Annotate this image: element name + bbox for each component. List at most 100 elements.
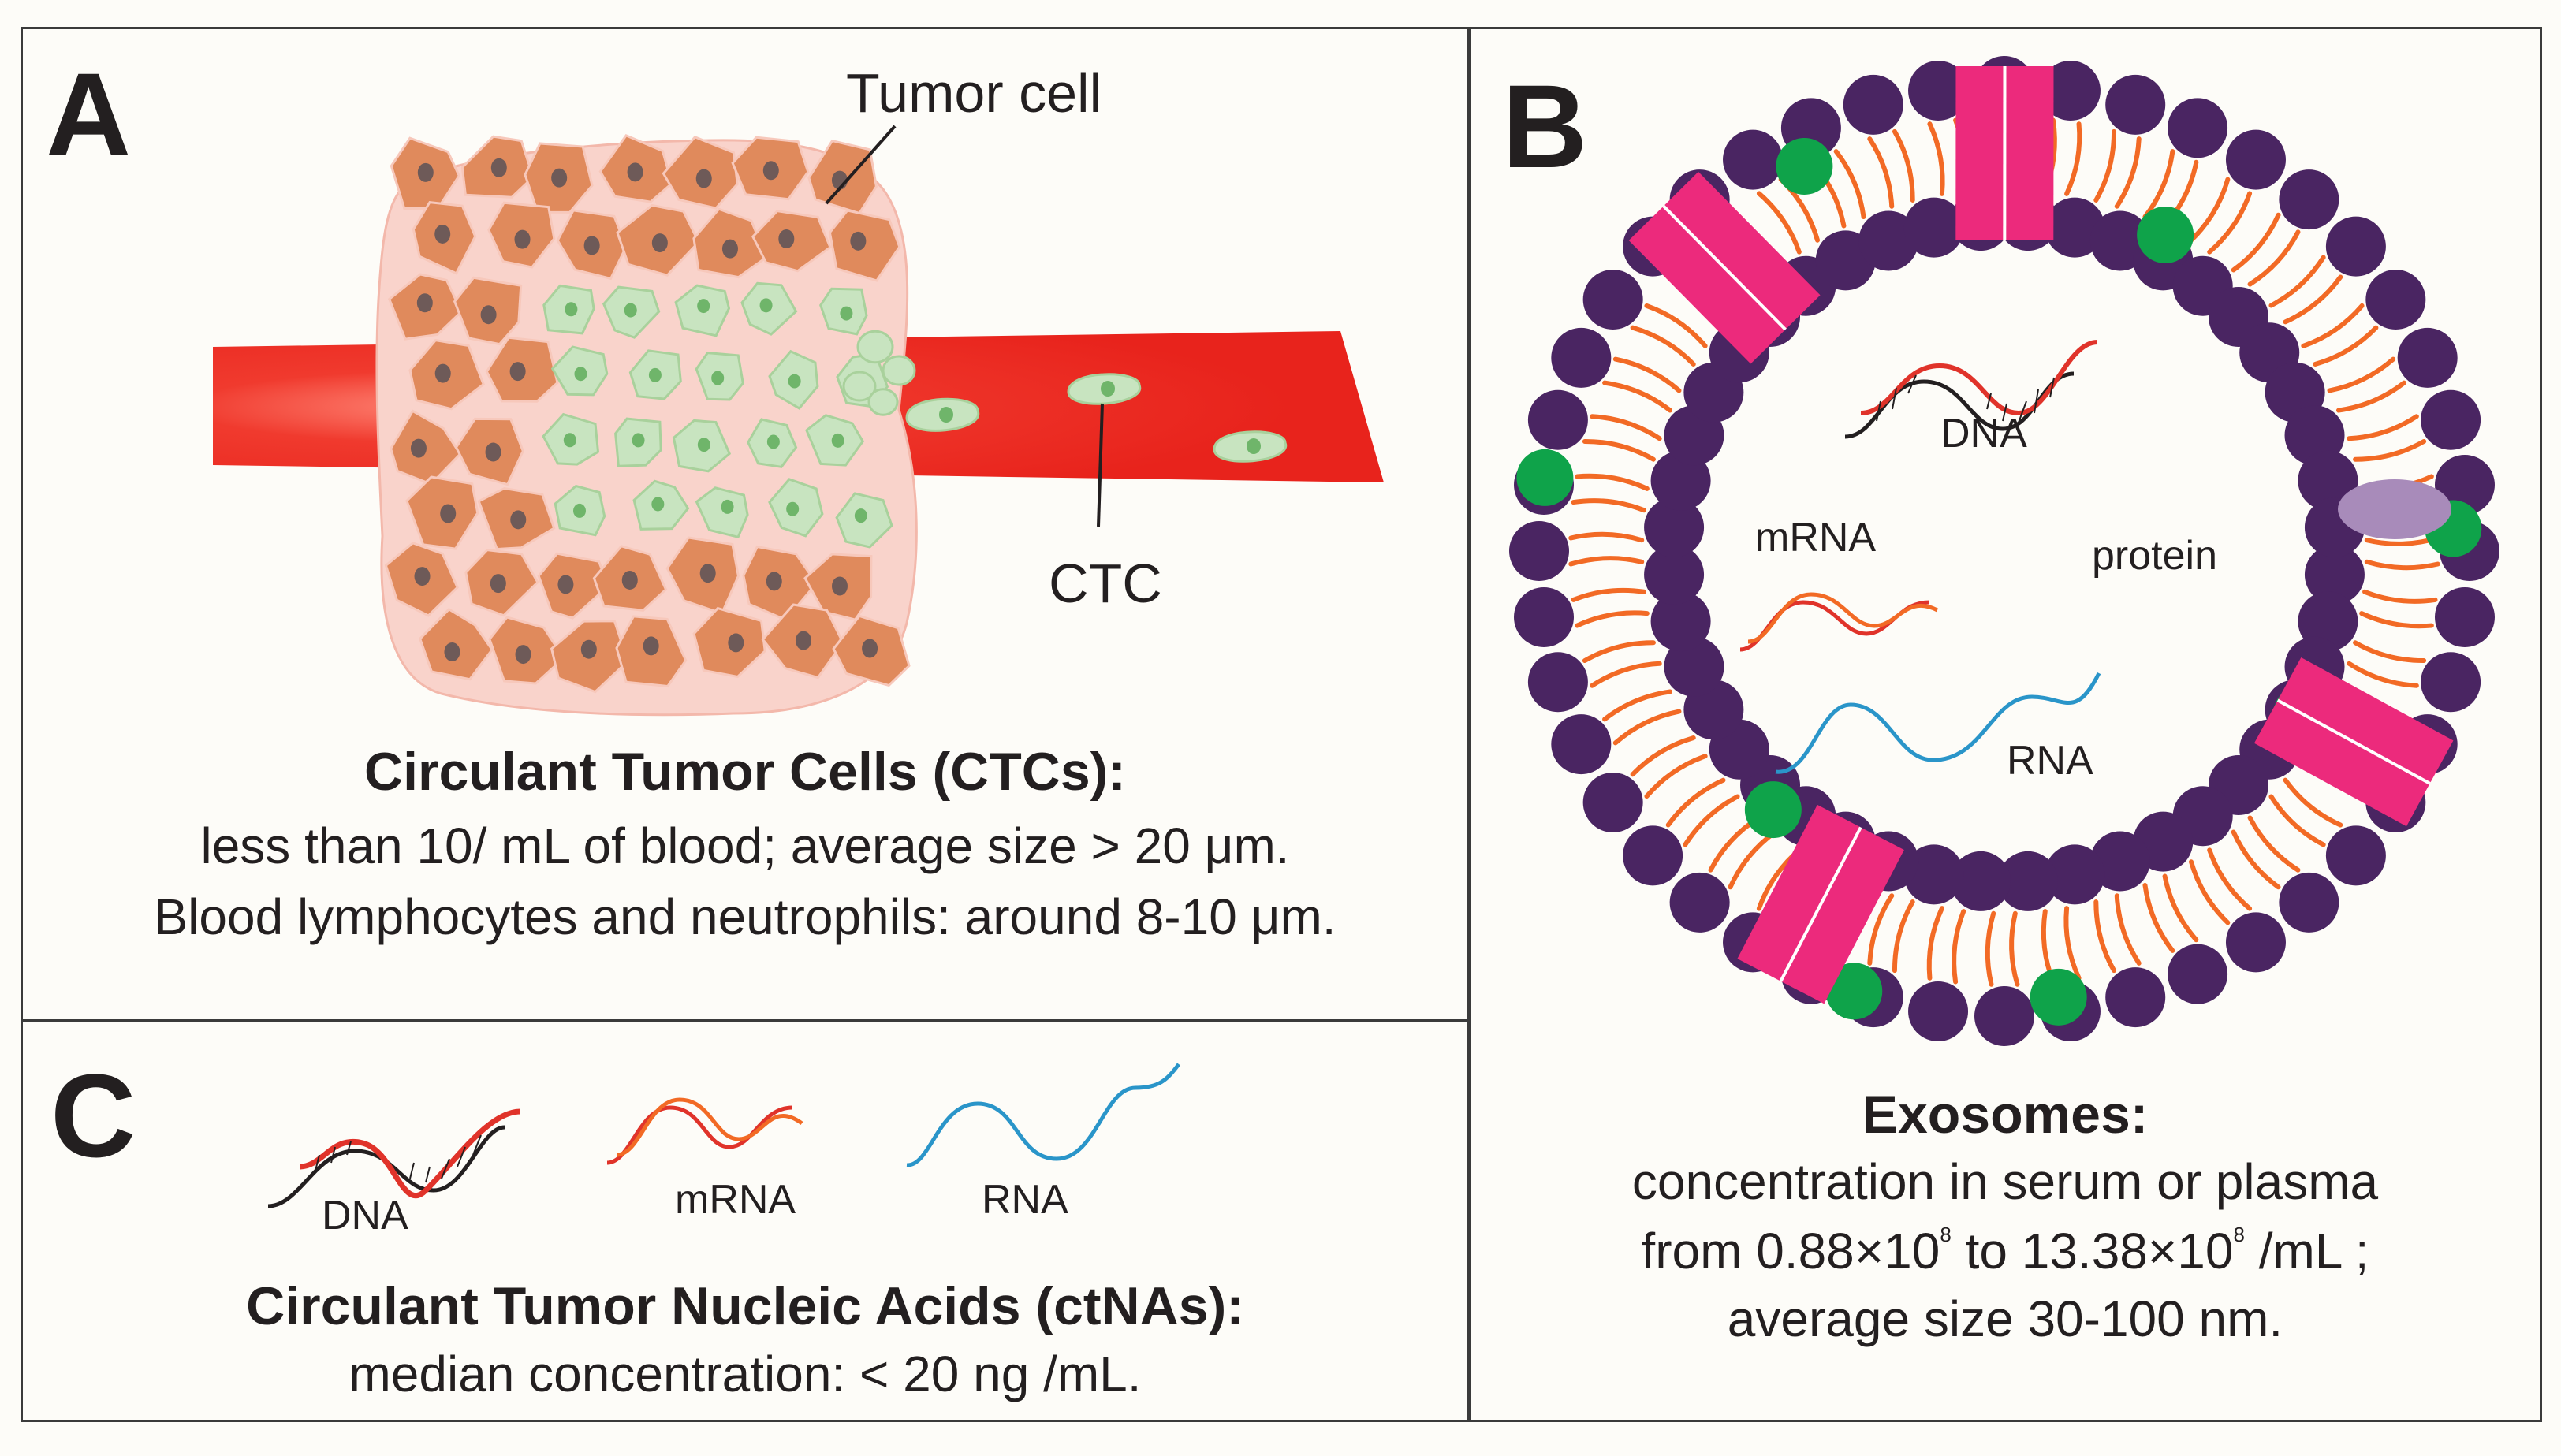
ctna-mrna-icon — [606, 1097, 803, 1165]
cell-nucleus — [410, 438, 427, 458]
cell-nucleus — [627, 162, 643, 182]
lipid-tail — [2283, 274, 2343, 325]
cell-nucleus — [1247, 438, 1261, 454]
panel-b-line1: concentration in serum or plasma — [1631, 1153, 2379, 1210]
lipid-tail — [2207, 847, 2253, 911]
cell-nucleus — [831, 576, 848, 596]
lipid-tail — [2353, 438, 2427, 462]
cell-nucleus — [624, 303, 637, 318]
lipid-tail — [2188, 859, 2231, 925]
panel-b-frame — [1468, 27, 2542, 1422]
membrane-marker — [1744, 781, 1802, 839]
panel-a-title: Circulant Tumor Cells (CTCs): — [364, 742, 1126, 802]
lipid-head — [1644, 497, 1705, 558]
cell-nucleus — [444, 642, 460, 661]
lipid-tail — [1568, 556, 1645, 567]
ctc-cell — [842, 371, 877, 402]
cell-nucleus — [697, 299, 710, 314]
lipid-tail — [2268, 255, 2326, 308]
cell-nucleus — [414, 567, 431, 586]
lipid-head — [1650, 450, 1711, 511]
cell-nucleus — [485, 442, 501, 462]
cell-nucleus — [786, 501, 800, 516]
cell-nucleus — [643, 636, 659, 656]
lipid-head — [2225, 129, 2286, 190]
lipid-head — [1843, 74, 1903, 135]
transmembrane-channel — [1737, 804, 1904, 1004]
cell-nucleus — [766, 434, 780, 449]
lipid-tail — [2347, 414, 2419, 441]
lipid-tail — [1575, 473, 1650, 491]
lipid-head — [1527, 389, 1588, 450]
lipid-head — [1582, 772, 1643, 832]
lipid-tail — [1602, 380, 1673, 413]
lipid-head — [2325, 825, 2386, 886]
cell-nucleus — [648, 367, 662, 382]
cell-nucleus — [621, 570, 638, 590]
cell-nucleus — [551, 168, 568, 188]
lipid-head — [2045, 844, 2105, 905]
lipid-head — [1551, 327, 1612, 388]
transmembrane-channel — [1955, 65, 2054, 240]
panel-b-line2-exp1: 8 — [1940, 1223, 1952, 1246]
lipid-head — [1997, 851, 2058, 911]
lipid-head — [2225, 912, 2286, 973]
lipid-head — [1908, 61, 1969, 121]
lipid-tail — [2093, 128, 2117, 203]
cell-nucleus — [510, 510, 527, 530]
panel-c-line1: median concentration: < 20 ng /mL. — [349, 1346, 1142, 1402]
lipid-tail — [1756, 191, 1802, 255]
lipid-head — [2434, 586, 2495, 647]
cell-nucleus — [651, 233, 668, 253]
cell-nucleus — [711, 371, 725, 385]
lipid-tail — [2247, 229, 2301, 287]
lipid-head — [1903, 197, 1964, 258]
ctna-rna-icon — [906, 1063, 1180, 1167]
lipid-tail — [2353, 640, 2427, 664]
exosome-mrna-label: mRNA — [1755, 515, 1877, 560]
lipid-tail — [1571, 498, 1646, 513]
cell-nucleus — [766, 572, 782, 591]
lipid-head — [2105, 74, 2166, 135]
lipid-tail — [1867, 136, 1895, 209]
membrane-marker — [1776, 137, 1833, 195]
lipid-head — [2105, 967, 2166, 1028]
lipid-tail — [1582, 438, 1656, 462]
cell-nucleus — [490, 574, 506, 594]
panel-b-line2-mid: to 13.38×10 — [1951, 1223, 2234, 1279]
lipid-head — [1623, 825, 1683, 886]
rna-icon — [1775, 672, 2101, 774]
cell-nucleus — [490, 158, 507, 177]
panel-a-line1: less than 10/ mL of blood; average size … — [200, 817, 1290, 874]
lipid-head — [1582, 270, 1643, 330]
ctc-leader — [1097, 403, 1104, 527]
cell-nucleus — [788, 374, 801, 389]
lipid-tail — [2335, 380, 2406, 413]
lipid-tail — [2268, 794, 2326, 847]
cell-nucleus — [440, 504, 457, 523]
lipid-head — [2168, 944, 2228, 1004]
ctc-cell — [882, 355, 916, 386]
cell-nucleus — [759, 298, 773, 313]
lipid-tail — [2359, 611, 2434, 629]
lipid-tail — [2231, 829, 2281, 890]
lipid-tail — [2114, 893, 2142, 966]
lipid-tail — [2364, 559, 2440, 571]
lipid-tail — [1644, 754, 1708, 799]
lipid-head — [1527, 652, 1588, 713]
lipid-tail — [1602, 689, 1673, 722]
membrane-marker — [1516, 449, 1574, 506]
lipid-head — [1951, 851, 2011, 911]
panel-b-line2-prefix: from 0.88×10 — [1641, 1223, 1940, 1279]
lipid-head — [1509, 521, 1569, 581]
lipid-tail — [1833, 149, 1866, 220]
lipid-tail — [1612, 709, 1682, 746]
lipid-head — [2279, 872, 2339, 933]
exosome-illustration — [1509, 56, 2499, 1046]
lipid-tail — [2188, 177, 2231, 243]
dna-icon — [1844, 340, 2098, 439]
protein-icon — [2338, 479, 2451, 539]
lipid-head — [1723, 129, 1784, 190]
lipid-tail — [2142, 882, 2175, 953]
cell-nucleus — [416, 293, 433, 313]
